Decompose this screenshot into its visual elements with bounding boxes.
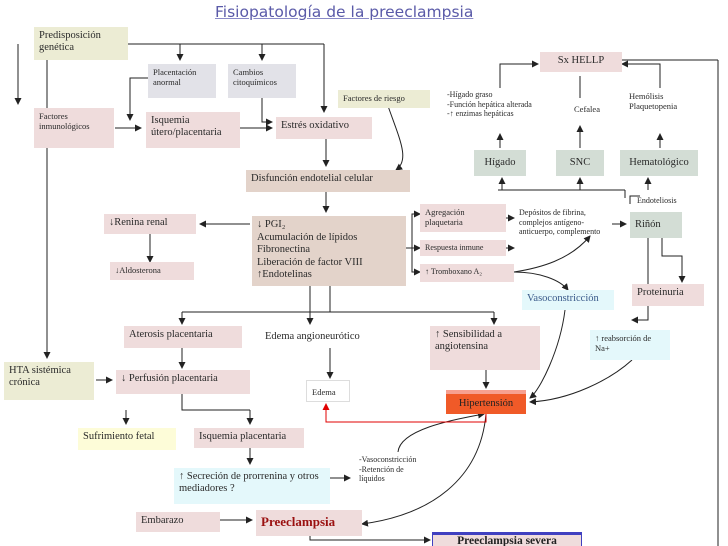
node-higado: Hígado [474,150,526,176]
node-sx-hellp: Sx HELLP [540,52,622,72]
node-rinon: Riñón [630,212,682,238]
node-edema: Edema [306,380,350,402]
node-preeclampsia-severa: Preeclampsia severa [432,532,582,546]
pgi-line-1: Acumulación de lípidos [257,231,358,243]
pgi-line-4: ↑Endotelinas [257,269,312,280]
node-preeclampsia: Preeclampsia [256,510,362,536]
node-aldosterona: ↓Aldosterona [110,262,194,280]
node-aterosis: Aterosis placentaria [124,326,242,348]
node-vasoconstriccion: Vasoconstricción [522,290,614,310]
node-snc: SNC [556,150,604,176]
diagram-title: Fisiopatología de la preeclampsia [215,3,474,21]
node-sensibilidad: ↑ Sensibilidad a angiotensina [430,326,540,370]
node-perfusion: ↓ Perfusión placentaria [116,370,250,394]
higado-list-1: -Función hepática alterada [447,99,532,109]
node-higado-list: -Hígado graso -Función hepática alterada… [444,88,556,128]
node-vaso-list: -Vasoconstricción -Retención de líquidos [354,452,434,488]
node-reabsorcion: ↑ reabsorción de Na+ [590,330,670,360]
node-hta: HTA sistémica crónica [4,362,94,400]
node-depositos: Depósitos de fibrina, complejos antígeno… [519,208,601,236]
node-pgi-block: ↓ PGI₂ Acumulación de lípidos Fibronecti… [252,216,406,286]
node-sufrimiento: Sufrimiento fetal [78,428,176,450]
node-respuesta: Respuesta inmune [420,240,506,256]
node-isquemia-utero: Isquemia útero/placentaria [146,112,240,148]
node-disfuncion: Disfunción endotelial celular [246,170,410,192]
node-placentacion: Placentación anormal [148,64,216,98]
node-hemolisis: Hemólisis Plaquetopenia [629,91,678,111]
node-hematologico: Hematológico [620,150,698,176]
node-factores-riesgo: Factores de riesgo [338,90,430,108]
node-secrecion: ↑ Secreción de prorrenina y otros mediad… [174,468,330,504]
node-factores-inmunologicos: Factores inmunológicos [34,108,114,148]
vaso-list-1: -Retención de líquidos [359,464,404,484]
node-cambios: Cambios citoquímicos [228,64,296,98]
higado-list-2: -↑ enzimas hepáticas [447,109,514,118]
node-endoteliosis: Endoteliosis [637,196,677,205]
node-edema-angio: Edema angioneurótico [265,331,360,342]
node-embarazo: Embarazo [136,512,220,532]
vaso-list-0: -Vasoconstricción [359,455,417,464]
higado-list-0: -Hígado graso [447,90,493,99]
node-cefalea: Cefalea [574,104,600,114]
node-predisposicion: Predisposición genética [34,27,128,60]
node-proteinuria: Proteinuria [632,284,704,306]
pgi-line-0: ↓ PGI₂ [257,219,286,230]
node-estres-oxidativo: Estrés oxidativo [276,117,372,139]
pgi-line-3: Liberación de factor VIII [257,256,363,268]
node-agregacion: Agregación plaquetaria [420,204,506,232]
node-hipertension: Hipertensión [446,390,526,414]
node-tromboxano: ↑ Tromboxano A₂ [420,264,514,282]
pgi-line-2: Fibronectina [257,244,311,255]
node-renina: ↓Renina renal [104,214,196,234]
node-isquemia-placentaria: Isquemia placentaria [194,428,304,448]
